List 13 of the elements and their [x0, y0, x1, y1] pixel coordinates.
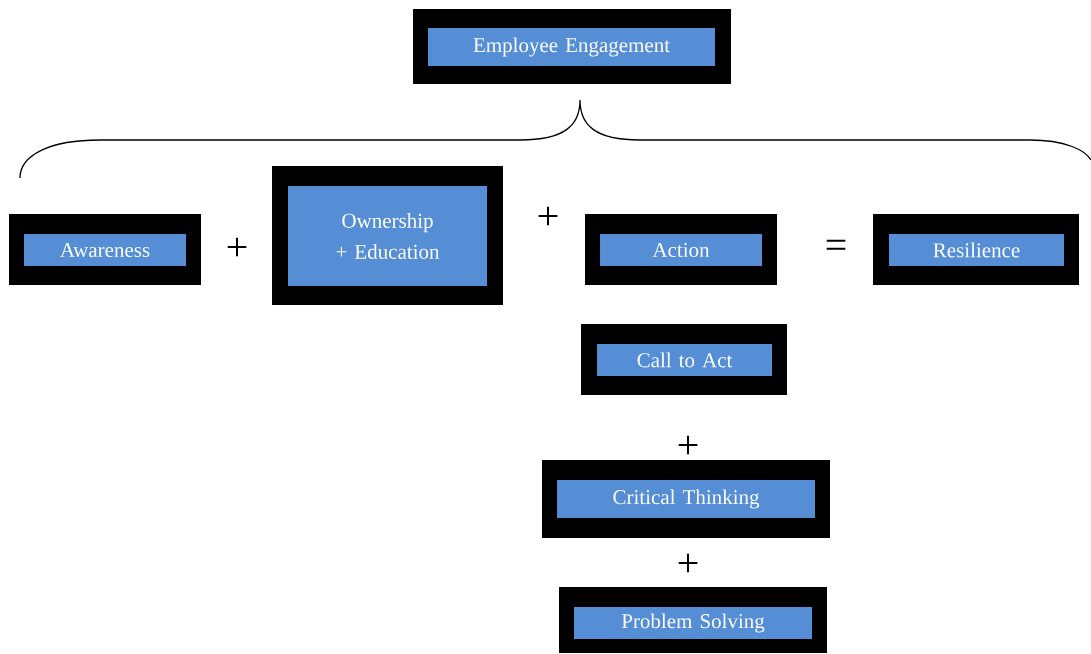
text-box: Action — [585, 214, 777, 285]
text-box: Critical Thinking — [542, 460, 830, 538]
operator-sign: + — [678, 553, 698, 573]
operator-sign: + — [678, 435, 698, 455]
operator-sign: = — [826, 239, 846, 250]
text-box: Resilience — [873, 214, 1079, 285]
text-box: Employee Engagement — [413, 9, 731, 84]
operator-sign: + — [538, 206, 558, 226]
text-box: Ownership + Education — [272, 166, 503, 305]
operator-sign: + — [227, 237, 247, 257]
text-box: Awareness — [9, 214, 201, 285]
text-box: Call to Act — [581, 324, 787, 395]
text-box: Problem Solving — [559, 587, 827, 653]
